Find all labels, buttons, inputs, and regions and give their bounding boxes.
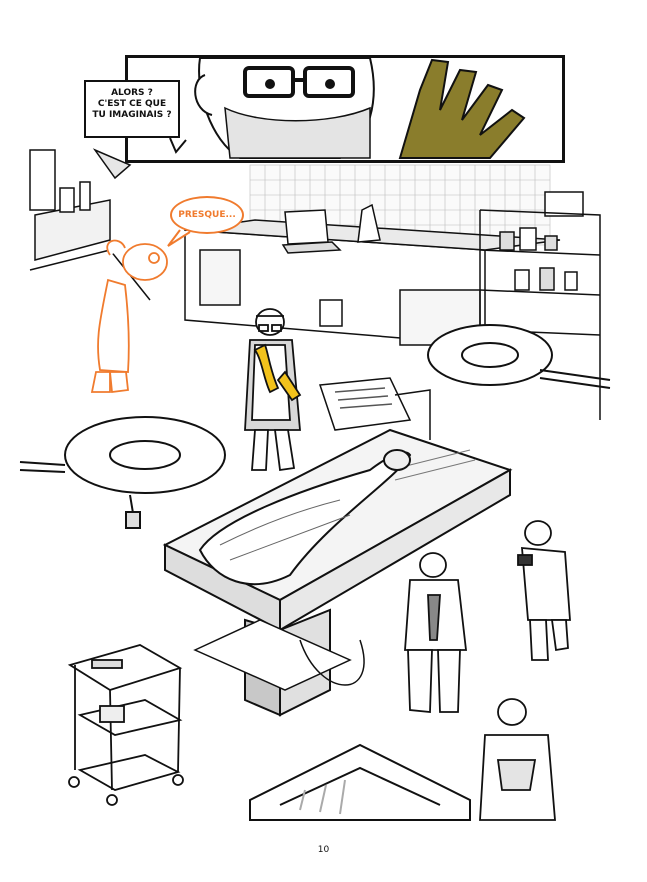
speech-bubble-tail: [167, 229, 191, 247]
surgical-lamp-left: [19, 416, 226, 529]
caption-box: ALORS ? C'EST CE QUE TU IMAGINAIS ?: [84, 80, 180, 138]
floor-hatch: [249, 743, 471, 821]
instrument-trolley: [67, 644, 184, 806]
speech-bubble-text: PRESQUE...: [178, 210, 236, 220]
page-number: 10: [317, 845, 330, 855]
person-bottom-right: [479, 698, 556, 821]
caption-line: TU IMAGINAIS ?: [92, 110, 172, 120]
caption-line: C'EST CE QUE: [97, 99, 167, 109]
left-wall-shelf: [29, 148, 151, 301]
speech-bubble: PRESQUE...: [170, 196, 244, 234]
instrument-tray: [318, 377, 431, 440]
surgical-lamp-right: [427, 324, 611, 389]
caption-line: ALORS ?: [111, 88, 153, 98]
doctor-with-gloves: [244, 308, 302, 472]
nurse-back-view: [404, 552, 468, 713]
autopsy-table: [162, 428, 513, 717]
orange-character: [90, 239, 168, 394]
top-panel: [125, 55, 565, 163]
top-panel-art: [128, 57, 562, 160]
caption-tail: [169, 137, 187, 154]
photographer: [517, 520, 571, 661]
